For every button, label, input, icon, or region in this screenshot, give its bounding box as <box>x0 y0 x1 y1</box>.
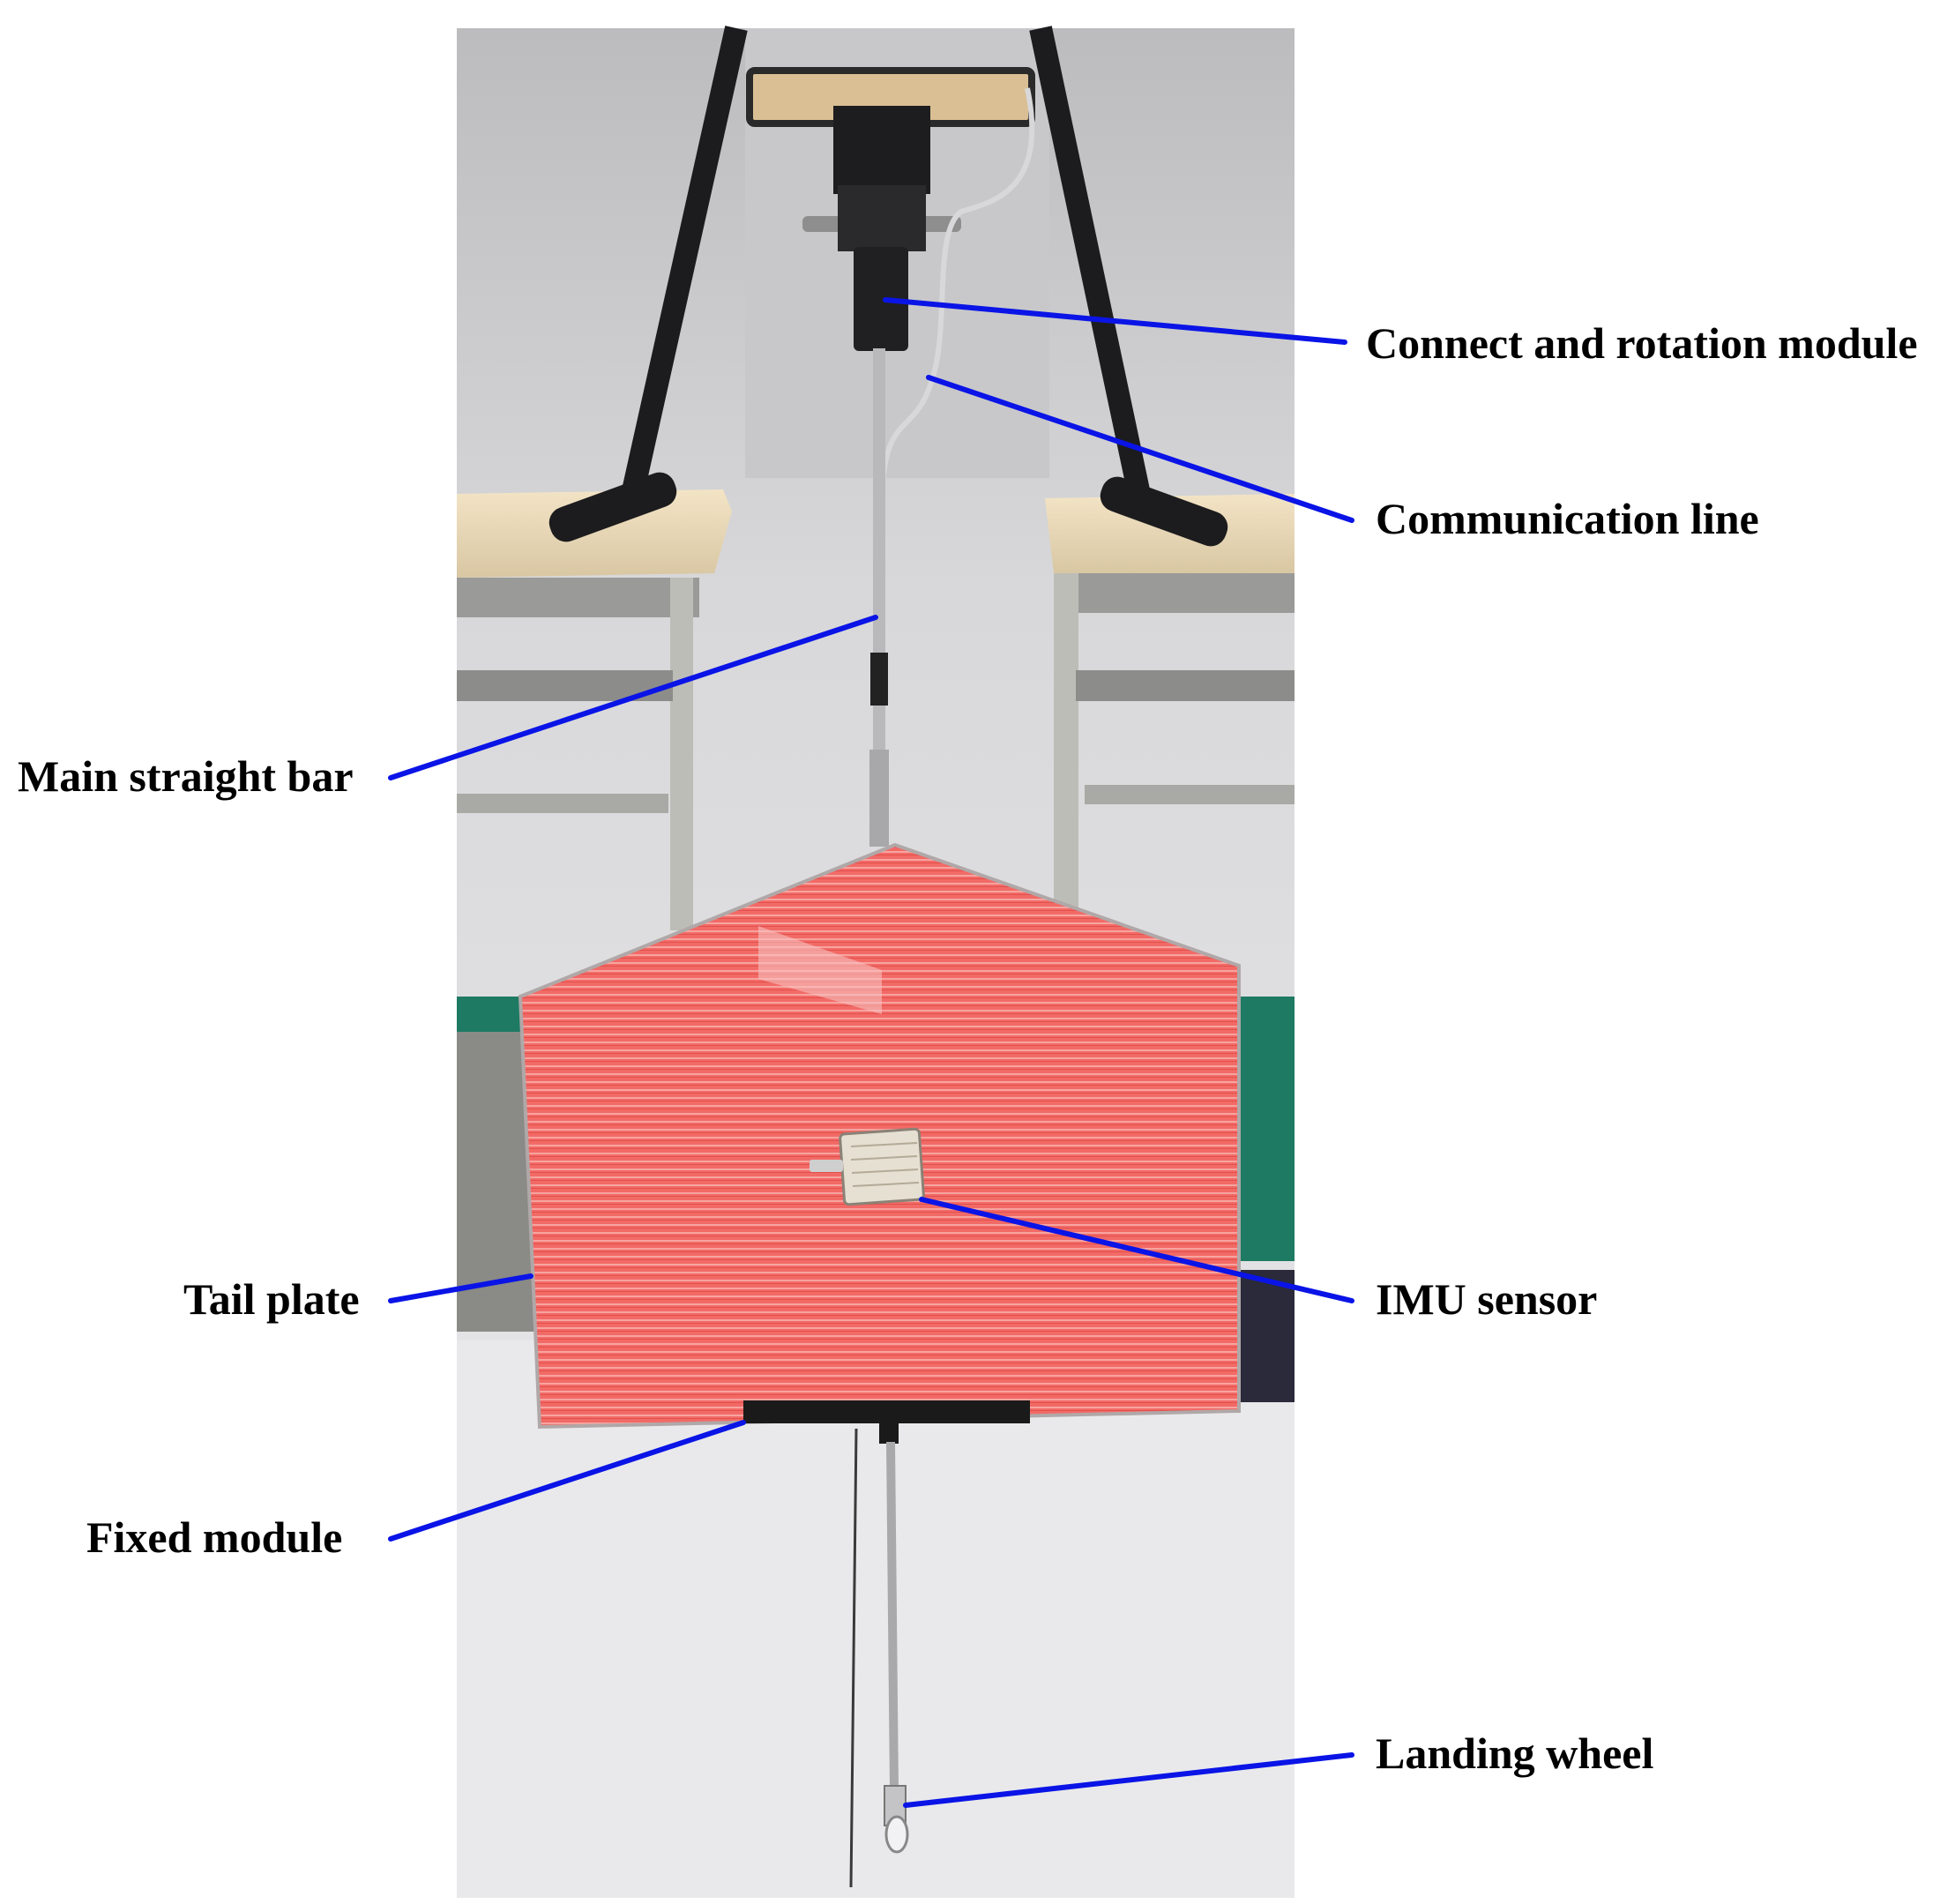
leader-landing-wheel <box>903 1752 1354 1808</box>
label-connect-rotation: Connect and rotation module <box>1366 318 1918 368</box>
label-main-straight-bar: Main straight bar <box>18 751 354 801</box>
leader-fixed-module <box>388 1420 746 1542</box>
landing-rod <box>886 1441 899 1791</box>
labels: Connect and rotation module Communicatio… <box>18 318 1918 1778</box>
photo <box>457 26 1295 1898</box>
leader-imu-sensor <box>919 1197 1354 1303</box>
label-tail-plate: Tail plate <box>183 1274 360 1324</box>
fixed-module-bar <box>743 1400 1030 1423</box>
imu-sensor-box <box>810 1127 925 1206</box>
main-bar <box>873 348 885 847</box>
label-fixed-module: Fixed module <box>86 1512 342 1562</box>
rotation-module <box>802 106 961 351</box>
leader-lines <box>388 297 1354 1808</box>
tripod <box>548 26 1228 547</box>
leader-main-straight-bar <box>388 615 878 780</box>
leader-tail-plate <box>388 1273 534 1303</box>
leader-connect-rotation <box>883 297 1347 345</box>
label-communication-line: Communication line <box>1376 494 1759 543</box>
landing-wheel-shape <box>884 1785 909 1854</box>
right-table <box>1045 494 1295 1402</box>
label-landing-wheel: Landing wheel <box>1376 1729 1653 1778</box>
label-imu-sensor: IMU sensor <box>1376 1274 1597 1324</box>
lower-wall <box>457 1340 1295 1898</box>
leader-communication-line <box>926 375 1354 523</box>
